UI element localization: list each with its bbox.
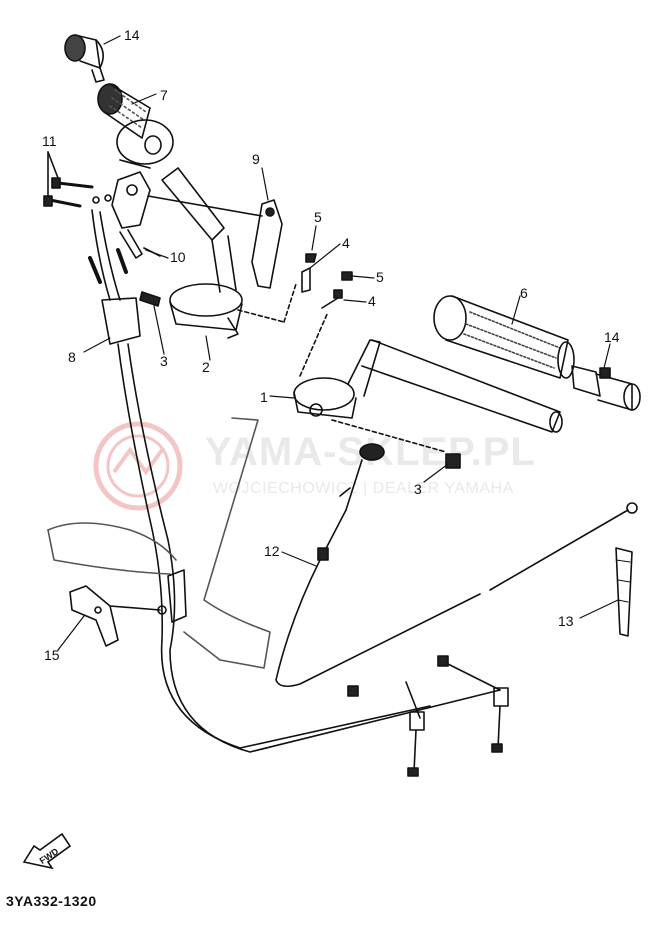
callout-11: 11 — [42, 133, 57, 149]
fwd-arrow-icon: FWD — [22, 832, 72, 870]
callout-7: 7 — [160, 87, 168, 103]
bar-end-weight-left — [64, 34, 105, 83]
diagram-code: 3YA332-1320 — [6, 893, 97, 909]
callout-14-right: 14 — [604, 329, 620, 345]
leader-lines — [237, 283, 447, 453]
lever-bracket-9 — [147, 195, 283, 289]
cable-clamp-bracket — [69, 569, 187, 647]
screw-3-left — [139, 291, 161, 307]
callout-3-left: 3 — [160, 353, 168, 369]
callout-14-left: 14 — [124, 27, 140, 43]
throttle-cables — [88, 194, 501, 753]
callout-3-right: 3 — [414, 481, 422, 497]
callout-leaders — [57, 35, 619, 651]
callout-8: 8 — [68, 349, 76, 365]
screws-4-5 — [301, 253, 353, 309]
callout-5-mid: 5 — [376, 269, 384, 285]
cable-ends — [347, 655, 509, 777]
callout-10: 10 — [170, 249, 186, 265]
callout-15: 15 — [44, 647, 60, 663]
watermark-dealer: WOJCIECHOWICZ | DEALER YAMAHA — [213, 480, 514, 497]
screw-3-right — [445, 453, 461, 469]
callout-labels: 14 7 11 9 5 4 5 10 4 6 14 8 3 2 1 3 12 1… — [42, 27, 620, 663]
throttle-housing — [111, 171, 161, 259]
handlebar-right — [293, 339, 563, 433]
bar-end-weight-right — [571, 365, 641, 411]
right-grip — [433, 295, 575, 379]
tank-outline — [47, 417, 271, 669]
callout-6: 6 — [520, 285, 528, 301]
cable-tie — [615, 547, 633, 637]
callout-4-mid: 4 — [368, 293, 376, 309]
callout-2: 2 — [202, 359, 210, 375]
choke-cable — [275, 443, 638, 688]
bolts-11 — [43, 151, 94, 208]
throttle-grip — [97, 83, 174, 169]
callout-9: 9 — [252, 151, 260, 167]
callout-1: 1 — [260, 389, 268, 405]
callout-13: 13 — [558, 613, 574, 629]
callout-5-top: 5 — [314, 209, 322, 225]
callout-12: 12 — [264, 543, 280, 559]
callout-4-top: 4 — [342, 235, 350, 251]
handlebar-left — [161, 167, 243, 339]
